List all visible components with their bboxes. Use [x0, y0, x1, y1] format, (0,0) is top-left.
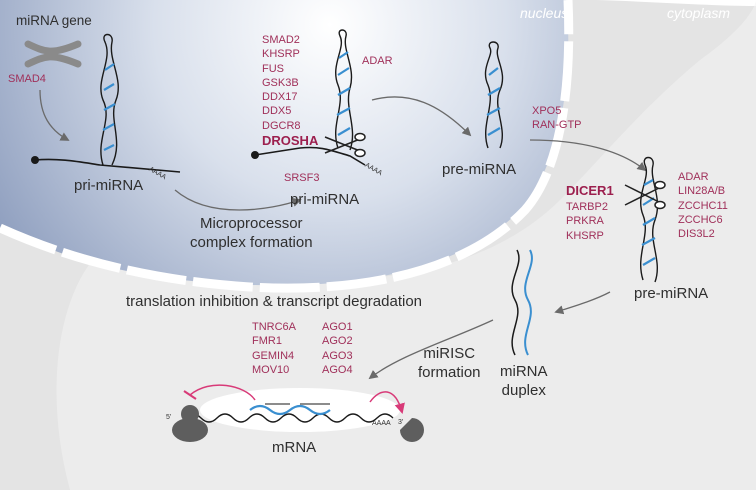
mrna-label: mRNA — [272, 439, 317, 456]
arrow-gene-to-pri — [39, 89, 70, 141]
factor-item: AGO3 — [322, 349, 353, 362]
scissors-icon-drosha — [324, 132, 366, 158]
factor-drosha: DROSHA — [262, 133, 319, 148]
factor-item: LIN28A/B — [678, 185, 726, 198]
pre-mirna-2-structure — [639, 156, 659, 283]
arrow-export — [529, 139, 647, 172]
pri-mirna-1-structure — [31, 33, 181, 173]
microprocessor-label-line-1: Microprocessor — [200, 215, 303, 232]
pre-mirna-label-2: pre-miRNA — [634, 285, 709, 302]
microprocessor-label: Microprocessor complex formation — [190, 216, 313, 250]
risc-factors-col-2: AGO1 AGO2 AGO3 AGO4 — [322, 320, 353, 377]
factor-item: AGO4 — [322, 363, 353, 376]
cytoplasm-label: cytoplasm — [667, 5, 731, 21]
factor-item: XPO5 — [532, 105, 562, 117]
dicer-partner-factors: TARBP2 PRKRA KHSRP — [566, 200, 608, 243]
duplex-label-line-2: duplex — [501, 382, 546, 399]
scissors-icon-dicer — [624, 180, 666, 210]
dicer-regulator-factors: ADAR LIN28A/B ZCCHC11 ZCCHC6 DIS3L2 — [678, 170, 728, 241]
pri-mirna-label-2: pri-miRNA — [290, 191, 360, 208]
pri-mirna-2-structure — [251, 29, 366, 166]
arrow-to-duplex — [554, 291, 611, 315]
factor-item: DIS3L2 — [678, 228, 715, 241]
duplex-label-line-1: miRNA — [500, 363, 548, 380]
microprocessor-label-line-2: complex formation — [190, 234, 313, 251]
factor-item: ADAR — [678, 171, 709, 183]
factor-item: AGO2 — [322, 335, 353, 348]
factor-adar-nuclear: ADAR — [362, 55, 393, 67]
five-prime-label: 5' — [166, 414, 172, 421]
cell-outer-edge — [0, 0, 756, 6]
factor-item: TARBP2 — [566, 201, 608, 213]
translation-label: translation inhibition & transcript degr… — [126, 293, 423, 310]
factor-smad4: SMAD4 — [8, 73, 46, 85]
factor-item: RAN-GTP — [532, 119, 582, 132]
factor-item: GSK3B — [262, 76, 299, 89]
factor-srsf3: SRSF3 — [284, 172, 320, 184]
mirna-gene-label: miRNA gene — [16, 13, 92, 28]
factor-item: DGCR8 — [262, 119, 301, 132]
factor-item: DDX17 — [262, 91, 298, 104]
nuclear-envelope — [0, 0, 574, 293]
risc-factors-col-1: TNRC6A FMR1 GEMIN4 MOV10 — [252, 320, 296, 377]
nucleus-region — [0, 0, 569, 286]
factor-item: DDX5 — [262, 105, 292, 118]
factor-item: AGO1 — [322, 321, 353, 333]
arrow-risc — [368, 319, 494, 380]
factor-item: ZCCHC6 — [678, 213, 723, 226]
mirisc-formation-label: miRISC formation — [418, 346, 481, 380]
factor-item: FMR1 — [252, 335, 282, 348]
factor-dicer1: DICER1 — [566, 183, 614, 198]
arrow-to-pre-nuclear — [371, 96, 472, 137]
arrow-pri-to-processing — [174, 189, 302, 211]
three-prime-label: 3' — [398, 419, 404, 426]
factor-item: ZCCHC11 — [678, 199, 728, 212]
mirna-duplex-structure — [511, 249, 533, 356]
pre-mirna-1-structure — [484, 41, 504, 149]
pri-mirna-label-1: pri-miRNA — [74, 177, 144, 194]
export-factors: XPO5 RAN-GTP — [532, 104, 582, 133]
mirisc-label-line-1: miRISC — [423, 345, 476, 362]
mirna-duplex-label: miRNA duplex — [500, 364, 548, 398]
chromosome-icon — [24, 40, 82, 68]
poly-a-tail-label: AAAA — [372, 420, 391, 427]
factor-item: KHSRP — [262, 48, 300, 61]
mirisc-label-line-2: formation — [418, 364, 481, 381]
factor-item: PRKRA — [566, 215, 604, 228]
factor-item: TNRC6A — [252, 321, 297, 333]
factor-item: KHSRP — [566, 229, 604, 242]
cytoplasm-inner-band — [56, 0, 756, 490]
mrna-structure — [172, 384, 424, 442]
factor-item: SMAD2 — [262, 34, 300, 46]
factor-item: FUS — [262, 62, 284, 75]
factor-item: MOV10 — [252, 363, 290, 376]
microprocessor-factors: SMAD2 KHSRP FUS GSK3B DDX17 DDX5 DGCR8 — [262, 33, 301, 133]
pre-mirna-label-1: pre-miRNA — [442, 161, 517, 178]
nucleus-label: nucleus — [520, 5, 569, 21]
factor-item: GEMIN4 — [252, 349, 295, 362]
